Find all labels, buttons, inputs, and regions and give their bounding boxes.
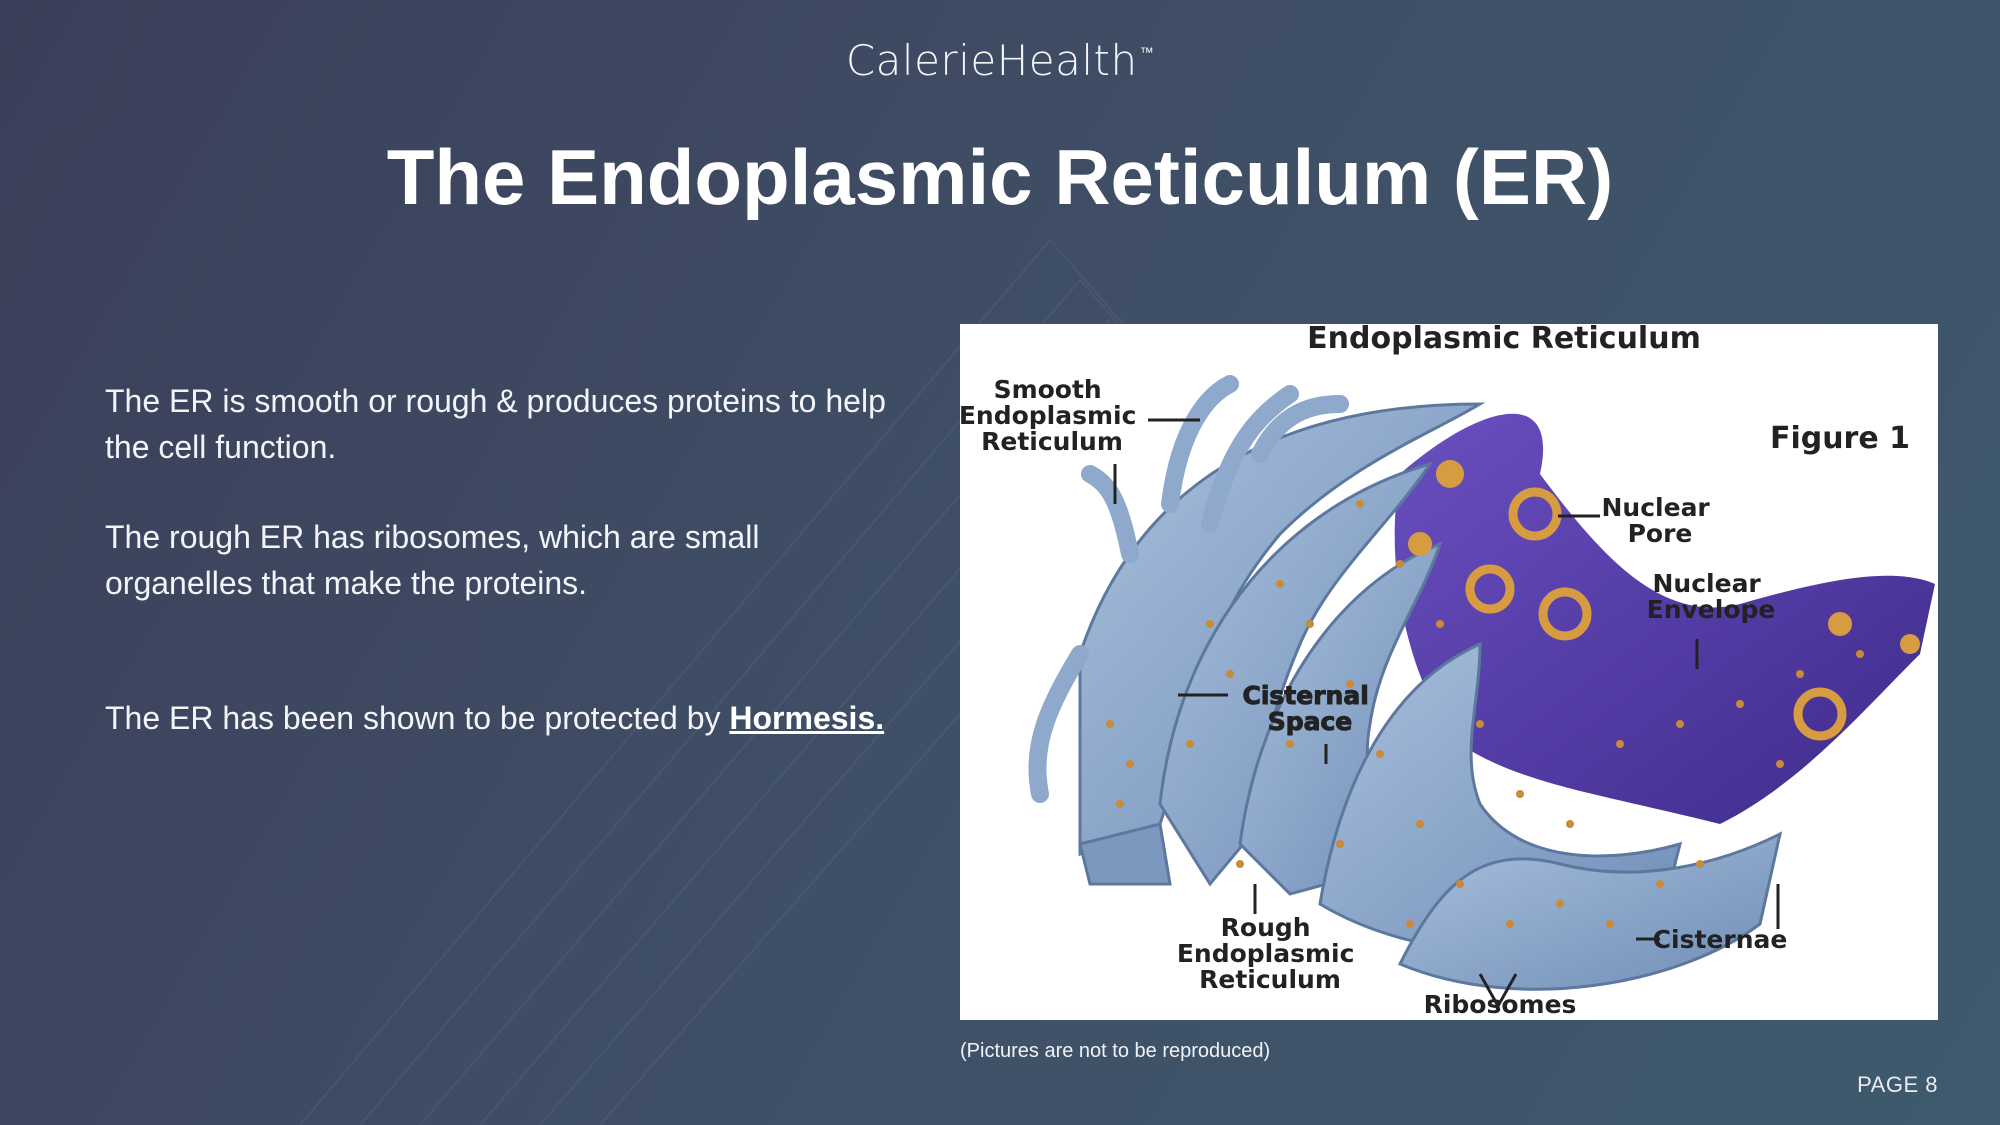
page-number: PAGE 8 [1857,1072,1938,1097]
hormesis-link[interactable]: Hormesis. [729,700,885,736]
label-nuclear-pore: Nuclear Pore [1602,493,1719,548]
er-membranes [1028,375,1783,991]
paragraph-hormesis: The ER has been shown to be protected by… [105,695,905,741]
paragraph-hormesis-text: The ER has been shown to be protected by [105,700,730,736]
figure-caption: (Pictures are not to be reproduced) [960,1040,1271,1062]
ribosome-dots [1106,500,1864,928]
brand-trademark: ™ [1139,45,1155,61]
label-smooth-er: Smooth Endoplasmic Reticulum [960,375,1145,456]
brand-name: CalerieHealth [845,36,1138,85]
label-rough-er: Rough Endoplasmic Reticulum [1177,913,1363,994]
figure-title: Endoplasmic Reticulum [1307,324,1701,356]
label-cisternal-space: Cisternal Space [1243,681,1378,736]
paragraph-er-types: The ER is smooth or rough & produces pro… [105,383,886,465]
label-ribosomes: Ribosomes [1424,990,1577,1019]
nuclear-pores [1465,487,1847,741]
er-diagram: Endoplasmic Reticulum Figure 1 Smooth En… [960,324,1935,1019]
er-figure: Endoplasmic Reticulum Figure 1 Smooth En… [960,324,1938,1020]
label-nuclear-envelope: Nuclear Envelope [1647,569,1776,624]
paragraph-rough-er: The rough ER has ribosomes, which are sm… [105,519,760,601]
page-title: The Endoplasmic Reticulum (ER) [386,133,1614,221]
label-cisternae: Cisternae [1653,925,1788,954]
figure-number-label: Figure 1 [1770,421,1910,456]
